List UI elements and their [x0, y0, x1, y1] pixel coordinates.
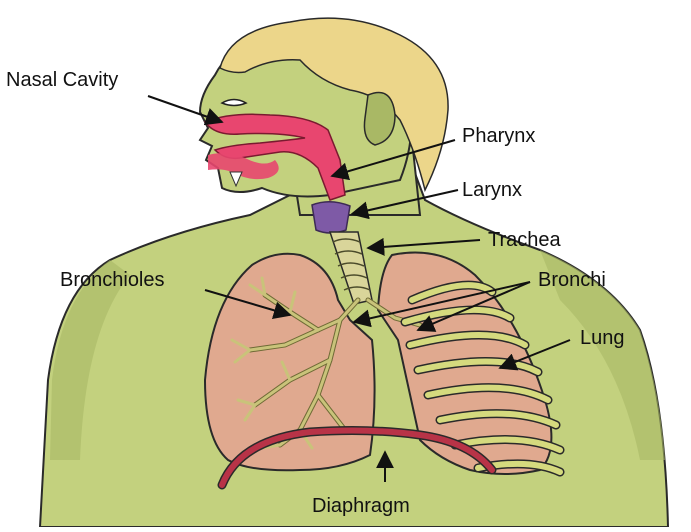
label-trachea: Trachea [488, 229, 562, 251]
label-nasal-cavity: Nasal Cavity [6, 69, 118, 91]
label-bronchioles: Bronchioles [60, 269, 165, 291]
label-bronchi: Bronchi [538, 269, 606, 291]
label-larynx: Larynx [462, 179, 522, 201]
label-diaphragm: Diaphragm [312, 495, 410, 517]
label-pharynx: Pharynx [462, 125, 535, 147]
label-lung: Lung [580, 327, 625, 349]
larynx-organ [312, 202, 350, 233]
